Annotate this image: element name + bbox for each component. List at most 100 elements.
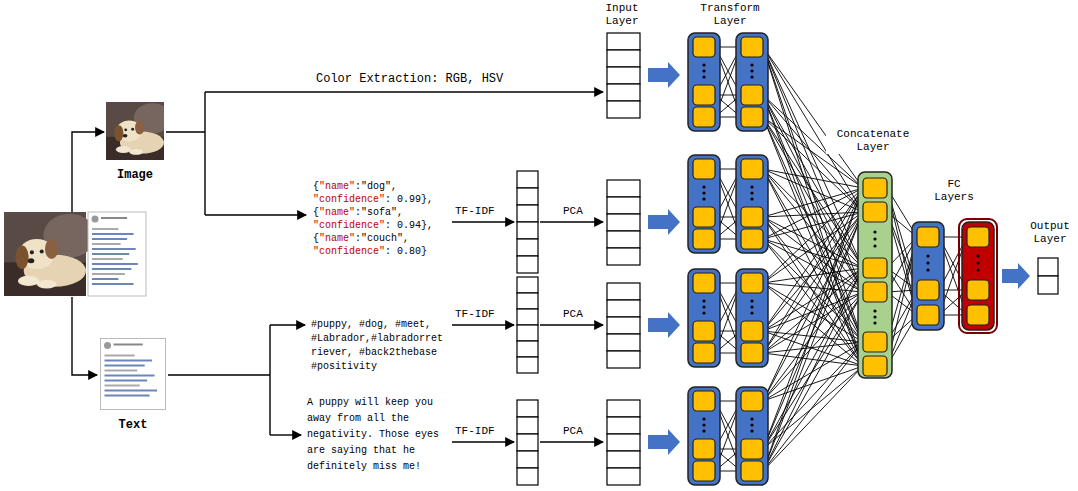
ellipsis-dot	[702, 299, 705, 302]
layout-ellipse	[114, 125, 123, 141]
layout-circle	[92, 216, 99, 223]
neuron	[741, 159, 763, 179]
layer-column	[962, 222, 994, 330]
layout-rect	[101, 339, 166, 410]
text-snippet: A puppy will keep you away from all the …	[306, 395, 443, 475]
layer-column	[688, 269, 720, 367]
code-token: : 0.80}	[385, 246, 427, 257]
layout-rect	[105, 375, 155, 377]
vector-cell	[607, 283, 640, 300]
neuron	[863, 178, 887, 198]
ellipsis-dot	[750, 197, 753, 200]
layout-rect	[105, 365, 145, 367]
network-link	[763, 169, 863, 268]
ellipsis-dot	[750, 191, 753, 194]
neuron	[741, 107, 763, 127]
node-caption: Image	[106, 168, 164, 182]
ellipsis-dot	[976, 268, 979, 271]
ellipsis-dot	[750, 63, 753, 66]
ellipsis-dot	[873, 237, 876, 240]
ellipsis-dot	[702, 191, 705, 194]
flow-line	[270, 434, 301, 435]
ellipsis-dot	[702, 305, 705, 308]
ellipsis-dot	[750, 429, 753, 432]
layout-rect	[88, 212, 146, 296]
dog-photo	[4, 212, 96, 296]
block-arrow	[648, 209, 680, 235]
layout-rect	[92, 228, 118, 230]
neuron	[693, 107, 715, 127]
vector-cell	[607, 248, 640, 265]
neuron	[741, 229, 763, 249]
neuron	[917, 280, 939, 300]
layout-rect	[101, 217, 127, 219]
layer-label: TF-IDF	[454, 425, 496, 438]
neuron	[741, 37, 763, 57]
ellipsis-dot	[873, 309, 876, 312]
ellipsis-dot	[702, 75, 705, 78]
network-link	[763, 292, 863, 471]
vector-cell	[517, 188, 538, 205]
layer-label: TF-IDF	[454, 308, 496, 321]
vector-cell	[517, 222, 538, 239]
layer-column	[736, 155, 768, 253]
neuron	[741, 207, 763, 227]
feature-vector	[607, 33, 640, 118]
layout-circle	[124, 128, 127, 131]
layout-rect	[105, 390, 158, 392]
transform-column	[736, 387, 768, 485]
ellipsis-dot	[750, 75, 753, 78]
layout-rect	[114, 344, 143, 346]
ellipsis-dot	[702, 63, 705, 66]
layout-circle	[40, 249, 44, 253]
vector-cell	[607, 50, 640, 67]
vector-cell	[517, 293, 538, 309]
transform-column	[688, 387, 720, 485]
layout-ellipse	[45, 239, 58, 259]
layout-rect	[92, 263, 138, 265]
flow-line	[72, 297, 97, 375]
ellipsis-dot	[750, 299, 753, 302]
thumbnail	[100, 338, 166, 410]
neuron	[863, 202, 887, 222]
layout-rect	[105, 395, 150, 397]
code-token: {	[313, 181, 319, 192]
text-snippet: {"name":"dog", "confidence": 0.99}, {"na…	[312, 180, 449, 258]
vector-cell	[517, 239, 538, 256]
network-link	[763, 169, 863, 366]
transform-column	[736, 33, 768, 131]
layout-rect	[92, 248, 136, 250]
flow-line	[452, 324, 514, 325]
layer-label: Concatenate Layer	[826, 128, 920, 154]
layer-label: Color Extraction: RGB, HSV	[315, 73, 504, 86]
ellipsis-dot	[702, 417, 705, 420]
vector-cell	[517, 277, 538, 293]
layout-rect	[105, 380, 148, 382]
code-token: "name"	[319, 207, 355, 218]
feature-vector	[607, 400, 640, 485]
neuron	[863, 258, 887, 278]
layout-ellipse	[135, 121, 144, 135]
vector-cell	[517, 341, 538, 357]
layer-label: FC Layers	[930, 178, 978, 204]
layout-circle	[30, 250, 34, 254]
vector-cell	[517, 417, 538, 434]
network-link	[763, 212, 863, 471]
vector-cell	[517, 325, 538, 341]
ellipsis-dot	[702, 311, 705, 314]
ellipsis-dot	[873, 244, 876, 247]
layout-rect	[92, 268, 131, 270]
network-link	[763, 95, 863, 268]
post-text-thumbnail	[88, 212, 146, 296]
network-link	[763, 212, 863, 401]
network-link	[763, 268, 863, 353]
layer-column	[688, 33, 720, 131]
layer-column	[688, 387, 720, 485]
layout-ellipse	[123, 134, 128, 137]
flow-line	[452, 441, 514, 442]
neuron	[693, 85, 715, 105]
text-snippet: #puppy, #dog, #meet, #Labrador,#labrador…	[310, 318, 447, 374]
vector-cell	[517, 434, 538, 451]
flow-line	[540, 221, 603, 222]
network-link	[763, 47, 863, 188]
